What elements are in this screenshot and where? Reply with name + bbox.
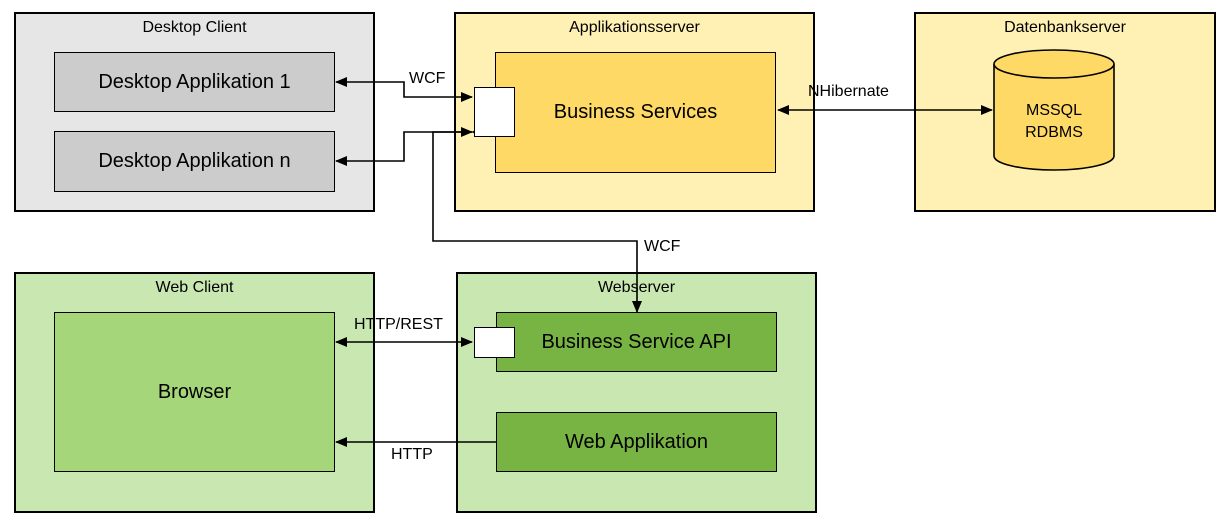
database-label-line2: RDBMS (1025, 124, 1083, 141)
database-label-line1: MSSQL (1025, 102, 1082, 119)
wcf-web-label: WCF (644, 238, 681, 255)
desktop-app-n-label: Desktop Applikation n (98, 150, 291, 172)
db-server-title: Datenbankserver (1004, 19, 1126, 36)
desktop-app-n-box: Desktop Applikation n (54, 131, 335, 192)
http-rest-label: HTTP/REST (354, 316, 443, 333)
app-server-title: Applikationsserver (569, 19, 700, 36)
web-application-label: Web Applikation (564, 430, 709, 453)
business-service-api-box: Business Service API (496, 312, 777, 372)
desktop-app-1-label: Desktop Applikation 1 (98, 70, 291, 93)
database-cylinder (993, 49, 1115, 171)
business-services-label: Business Services (553, 101, 718, 123)
wcf-link-desktop-1 (335, 77, 473, 102)
desktop-client-title: Desktop Client (142, 19, 247, 36)
web-application-box: Web Applikation (496, 412, 777, 472)
desktop-app-1-box: Desktop Applikation 1 (54, 52, 335, 112)
wcf-desktop-label: WCF (409, 70, 446, 87)
wcf-link-desktop-n (335, 127, 473, 166)
http-label: HTTP (391, 446, 433, 463)
business-service-api-label: Business Service API (541, 330, 732, 353)
web-client-title: Web Client (155, 279, 234, 296)
nhibernate-label: NHibernate (808, 83, 889, 100)
browser-label: Browser (157, 380, 232, 403)
browser-box: Browser (54, 312, 335, 472)
business-service-api-port (474, 327, 515, 358)
business-services-port (474, 87, 515, 137)
wcf-link-web (432, 127, 642, 313)
